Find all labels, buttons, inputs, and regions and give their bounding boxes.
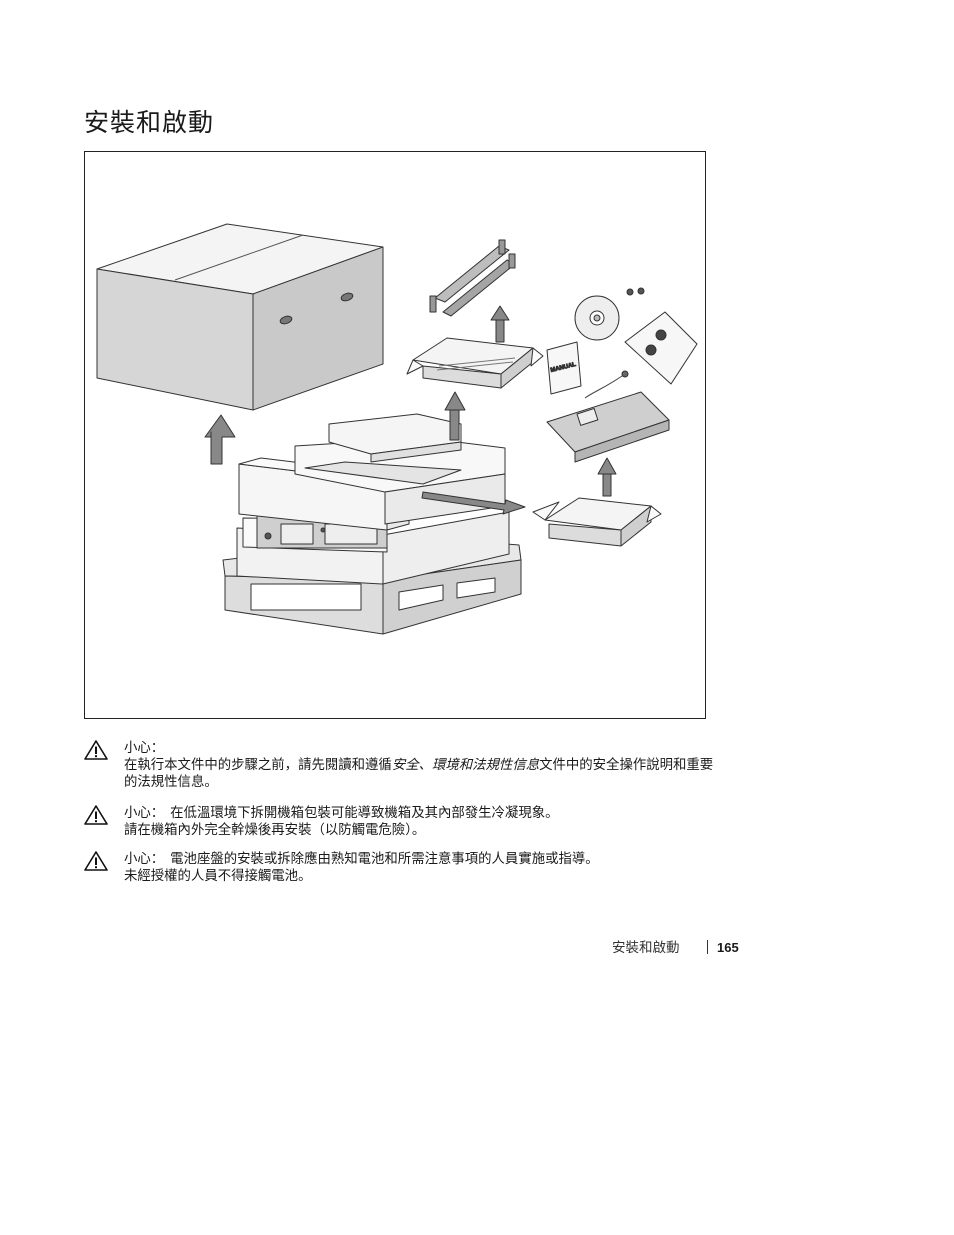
arrow-up-icon xyxy=(444,391,466,441)
page-number: 165 xyxy=(717,940,739,955)
caution-label: 小心： xyxy=(124,852,165,867)
foam-end-caps xyxy=(238,413,506,531)
manual-booklet: MANUAL xyxy=(546,341,582,395)
caution-text: 的法規性信息。 xyxy=(124,775,218,790)
arrow-right-icon xyxy=(421,491,526,515)
warning-triangle-icon xyxy=(84,851,108,871)
rails xyxy=(429,239,516,317)
outer-carton xyxy=(96,223,384,411)
screws xyxy=(626,287,645,296)
front-bezel xyxy=(546,391,670,463)
caution-text: 電池座盤的安裝或拆除應由熟知電池和所需注意事項的人員實施或指導。 xyxy=(170,852,599,867)
caution-label: 小心： xyxy=(124,806,165,821)
unpacking-illustration: MANUAL xyxy=(84,151,706,719)
warning-triangle-icon xyxy=(84,740,108,760)
accessory-box xyxy=(532,497,662,547)
rail-kit-box xyxy=(406,337,544,389)
cable xyxy=(584,370,629,399)
warning-triangle-icon xyxy=(84,805,108,825)
arrow-up-icon xyxy=(490,305,510,343)
caution-text: 請在機箱內外完全幹燥後再安裝（以防觸電危險）。 xyxy=(124,823,426,838)
caution-text: 文件中的安全操作說明和重要 xyxy=(539,758,714,773)
caution-label: 小心： xyxy=(124,741,165,756)
caution-text: 在執行本文件中的步驟之前，請先閱讀和遵循 xyxy=(124,758,392,773)
footer-section-title: 安裝和啟動 xyxy=(612,940,680,956)
document-title-italic: 安全、環境和法規性信息 xyxy=(391,758,540,773)
cd-disc xyxy=(574,295,620,341)
caution-text: 未經授權的人員不得接觸電池。 xyxy=(124,869,312,884)
arrow-up-icon xyxy=(597,457,617,497)
accessory-bag xyxy=(624,311,698,385)
arrow-up-icon xyxy=(204,414,236,465)
caution-text: 在低溫環境下拆開機箱包裝可能導致機箱及其內部發生冷凝現象。 xyxy=(170,806,559,821)
footer-divider xyxy=(707,940,708,954)
page-title: 安裝和啟動 xyxy=(84,108,215,137)
